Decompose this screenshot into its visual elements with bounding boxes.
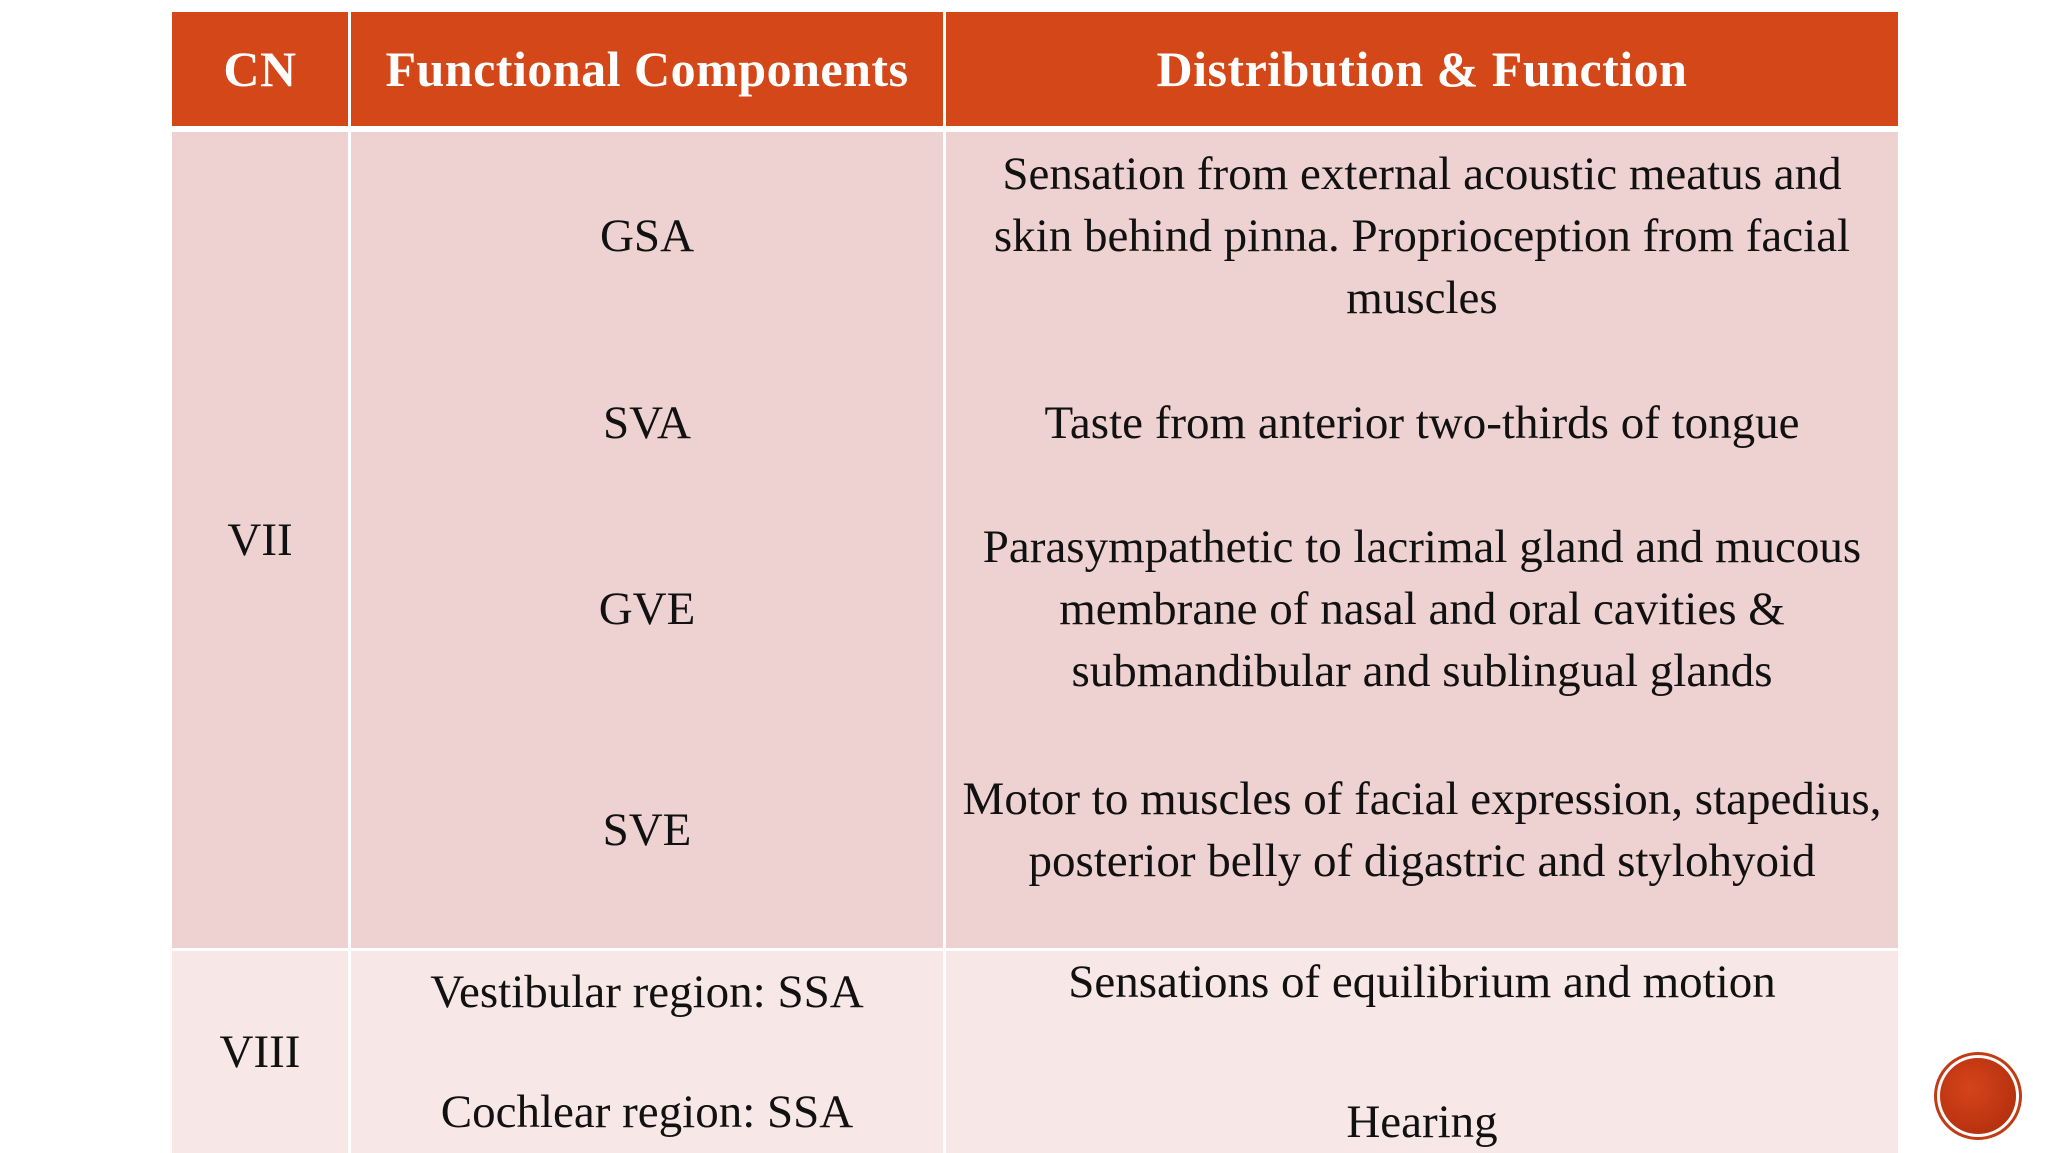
row-separator — [172, 948, 1898, 951]
function-gve: Parasympathetic to lacrimal gland and mu… — [982, 521, 1862, 697]
component-vestibular: Vestibular region: SSA — [430, 966, 864, 1018]
header-distribution-function: Distribution & Function — [943, 12, 1898, 126]
component-gsa: GSA — [599, 209, 695, 262]
table-row-vii: VII GSA SVA GVE SVE Sensation from exter… — [172, 132, 1898, 948]
cn-viii: VIII — [219, 1026, 301, 1078]
header-cn: CN — [223, 41, 297, 97]
table-header-row: CN Functional Components Distribution & … — [172, 12, 1898, 126]
cranial-nerve-table: CN Functional Components Distribution & … — [172, 12, 1898, 1153]
cn-vii: VII — [227, 514, 293, 566]
function-sva: Taste from anterior two-thirds of tongue — [1044, 397, 1800, 449]
component-gve: GVE — [598, 583, 696, 635]
circle-nav-icon[interactable] — [1940, 1058, 2016, 1134]
header-functional-components: Functional Components — [348, 12, 943, 126]
component-cochlear: Cochlear region: SSA — [440, 1086, 854, 1138]
components-viii: Vestibular region: SSA Cochlear region: … — [348, 951, 943, 1153]
table-row-viii: VIII Vestibular region: SSA Cochlear reg… — [172, 951, 1898, 1153]
functions-vii: Sensation from external acoustic meatus … — [943, 132, 1898, 948]
function-sve: Motor to muscles of facial expression, s… — [962, 772, 1882, 887]
function-gsa: Sensation from external acoustic meatus … — [993, 147, 1851, 324]
function-vestibular: Sensations of equilibrium and motion — [1068, 956, 1776, 1008]
header-separator — [172, 126, 1898, 132]
function-cochlear: Hearing — [1346, 1096, 1498, 1148]
component-sva: SVA — [603, 397, 691, 449]
components-vii: GSA SVA GVE SVE — [348, 132, 943, 948]
component-sve: SVE — [602, 803, 692, 856]
functions-viii: Sensations of equilibrium and motion Hea… — [943, 951, 1898, 1153]
